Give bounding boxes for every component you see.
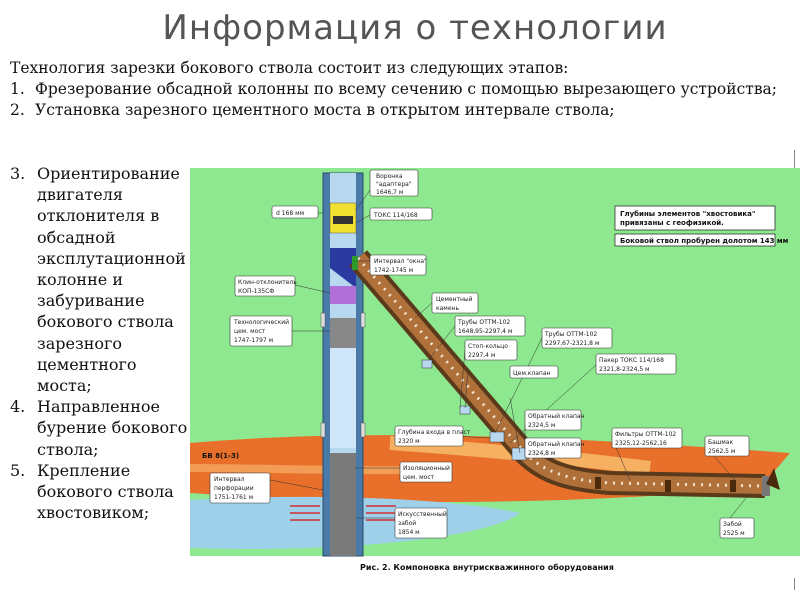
perforation-arrows <box>290 505 396 521</box>
toe-arrow <box>766 468 780 490</box>
toks-label: ТОКС 114/168 <box>373 212 418 219</box>
wedge-band <box>330 286 356 304</box>
window-marker <box>352 256 358 270</box>
cement-valve-label: Цем.клапан <box>513 370 551 377</box>
check-valve-depth: 2324,5 м <box>528 422 555 429</box>
cement-stone-label: камень <box>436 305 459 312</box>
tech-plug-label: Технологический <box>233 319 289 326</box>
pipes-depth: 2297,67-2321,8 м <box>545 340 599 347</box>
item-text: Крепление бокового ствола хвостовиком; <box>37 460 174 523</box>
slide-title: Информация о технологии <box>162 8 668 48</box>
packer-label: Пакер ТОКС 114/168 <box>599 357 664 364</box>
filters-label: Фильтры ОТТМ-102 <box>615 431 676 438</box>
artificial-bottom-label: забой <box>398 520 416 527</box>
pipes-label: Трубы ОТТМ-102 <box>544 331 597 338</box>
casing-collar <box>360 312 366 328</box>
adapter-core <box>333 216 353 224</box>
artificial-bottom-depth: 1854 м <box>398 529 420 536</box>
pipes-label: Трубы ОТТМ-102 <box>457 319 510 326</box>
item-number: 5. <box>10 460 26 480</box>
check-valve-depth: 2324,8 м <box>528 450 555 457</box>
label-boxes <box>209 169 755 539</box>
casing-diameter-label: d 168 мм <box>276 210 304 217</box>
liner-joint <box>730 480 736 492</box>
item-number: 2. <box>10 101 25 119</box>
list-item: 2. Установка зарезного цементного моста … <box>10 100 790 121</box>
bottom-label: Забой <box>723 521 742 528</box>
iso-plug-label: цем. мост <box>403 474 435 481</box>
sidetrack-perforations <box>356 257 766 488</box>
perforation-depth: 1751-1761 м <box>214 494 253 501</box>
casing-collar <box>360 422 366 438</box>
funnel-label: "адаптера" <box>376 181 412 188</box>
wedge-region <box>330 248 356 288</box>
steps-list: 3. Ориентирование двигателя отклонителя … <box>10 163 195 523</box>
well-diagram: Глубины элементов "хвостовика" привязаны… <box>190 168 800 578</box>
iso-plug-label: Изоляционный <box>403 465 450 472</box>
bottom-depth: 2525 м <box>723 530 745 537</box>
wedge-label: Клин-отклонитель <box>238 279 297 286</box>
wedge-model: КОП-135СФ <box>238 288 274 295</box>
info-box-title: Глубины элементов "хвостовика" <box>620 210 755 218</box>
liner-collar <box>421 359 433 369</box>
shoe-element <box>762 476 770 496</box>
item-text: Установка зарезного цементного моста в о… <box>35 101 615 119</box>
item-number: 4. <box>10 397 26 417</box>
formation-label: БВ 8(1-3) <box>202 452 239 460</box>
casing-interior <box>330 338 356 448</box>
list-item: 5. Крепление бокового ствола хвостовиком… <box>10 460 195 524</box>
stop-ring-depth: 2297,4 м <box>468 352 495 359</box>
cement-stone-label: Цементный <box>436 296 473 303</box>
entry-label: Глубина входа в пласт <box>398 429 471 436</box>
check-valve-label: Обратный клапан <box>528 441 585 448</box>
item-text: Фрезерование обсадной колонны по всему с… <box>35 80 778 98</box>
artificial-bottom-label: Искусственный <box>398 511 447 518</box>
info-box <box>614 205 776 231</box>
pipes-depth: 1648,95-2297,4 м <box>458 328 512 335</box>
intro-block: Технология зарезки бокового ствола состо… <box>10 58 790 121</box>
intro-list: 1. Фрезерование обсадной колонны по всем… <box>10 79 790 121</box>
cement-plug <box>330 453 356 556</box>
casing-collar <box>320 422 326 438</box>
list-item: 4. Направленное бурение бокового ствола; <box>10 396 195 460</box>
window-depth: 1742-1745 м <box>374 267 413 274</box>
liner-joint <box>595 477 601 489</box>
window-label: Интервал "окна" <box>374 258 427 265</box>
shoe-depth: 2562,5 м <box>708 448 735 455</box>
caption-area <box>190 556 800 578</box>
funnel-depth: 1646,7 м <box>376 189 403 196</box>
list-item: 1. Фрезерование обсадной колонны по всем… <box>10 79 790 100</box>
stop-ring-label: Стоп-кольцо <box>468 343 508 350</box>
info-box-subtitle: привязаны с геофизикой. <box>620 219 724 227</box>
valve-element <box>511 447 527 461</box>
item-text: Ориентирование двигателя отклонителя в о… <box>37 164 186 396</box>
formation-stripe <box>190 464 421 475</box>
packer-depth: 2321,8-2324,5 м <box>599 366 650 373</box>
well-diagram-svg: Глубины элементов "хвостовика" привязаны… <box>190 168 800 578</box>
tech-cement-plug <box>330 318 356 348</box>
diagram-caption: Рис. 2. Компоновка внутрискважинного обо… <box>360 562 614 572</box>
info-note-box <box>614 233 776 247</box>
perforation-label: Интервал <box>214 476 245 483</box>
item-text: Направленное бурение бокового ствола; <box>37 397 188 459</box>
funnel-label: Воронка <box>376 173 403 180</box>
tech-plug-label: цем. мост <box>234 328 266 335</box>
item-number: 3. <box>10 164 26 183</box>
tech-plug-depth: 1747-1797 м <box>234 337 273 344</box>
item-number: 1. <box>10 80 25 98</box>
shoe-label: Башмак <box>708 439 733 446</box>
intro-lead: Технология зарезки бокового ствола состо… <box>10 59 569 77</box>
perforation-label: перфорации <box>214 485 254 492</box>
list-item: 3. Ориентирование двигателя отклонителя … <box>10 163 195 396</box>
check-valve-label: Обратный клапан <box>528 413 585 420</box>
filters-depth: 2325,12-2562,16 <box>615 440 667 447</box>
liner-joint <box>665 480 671 492</box>
entry-depth: 2320 м <box>398 438 420 445</box>
packer-element <box>489 431 505 443</box>
casing-collar <box>320 312 326 328</box>
info-note: Боковой ствол пробурен долотом 143 мм <box>620 237 789 245</box>
